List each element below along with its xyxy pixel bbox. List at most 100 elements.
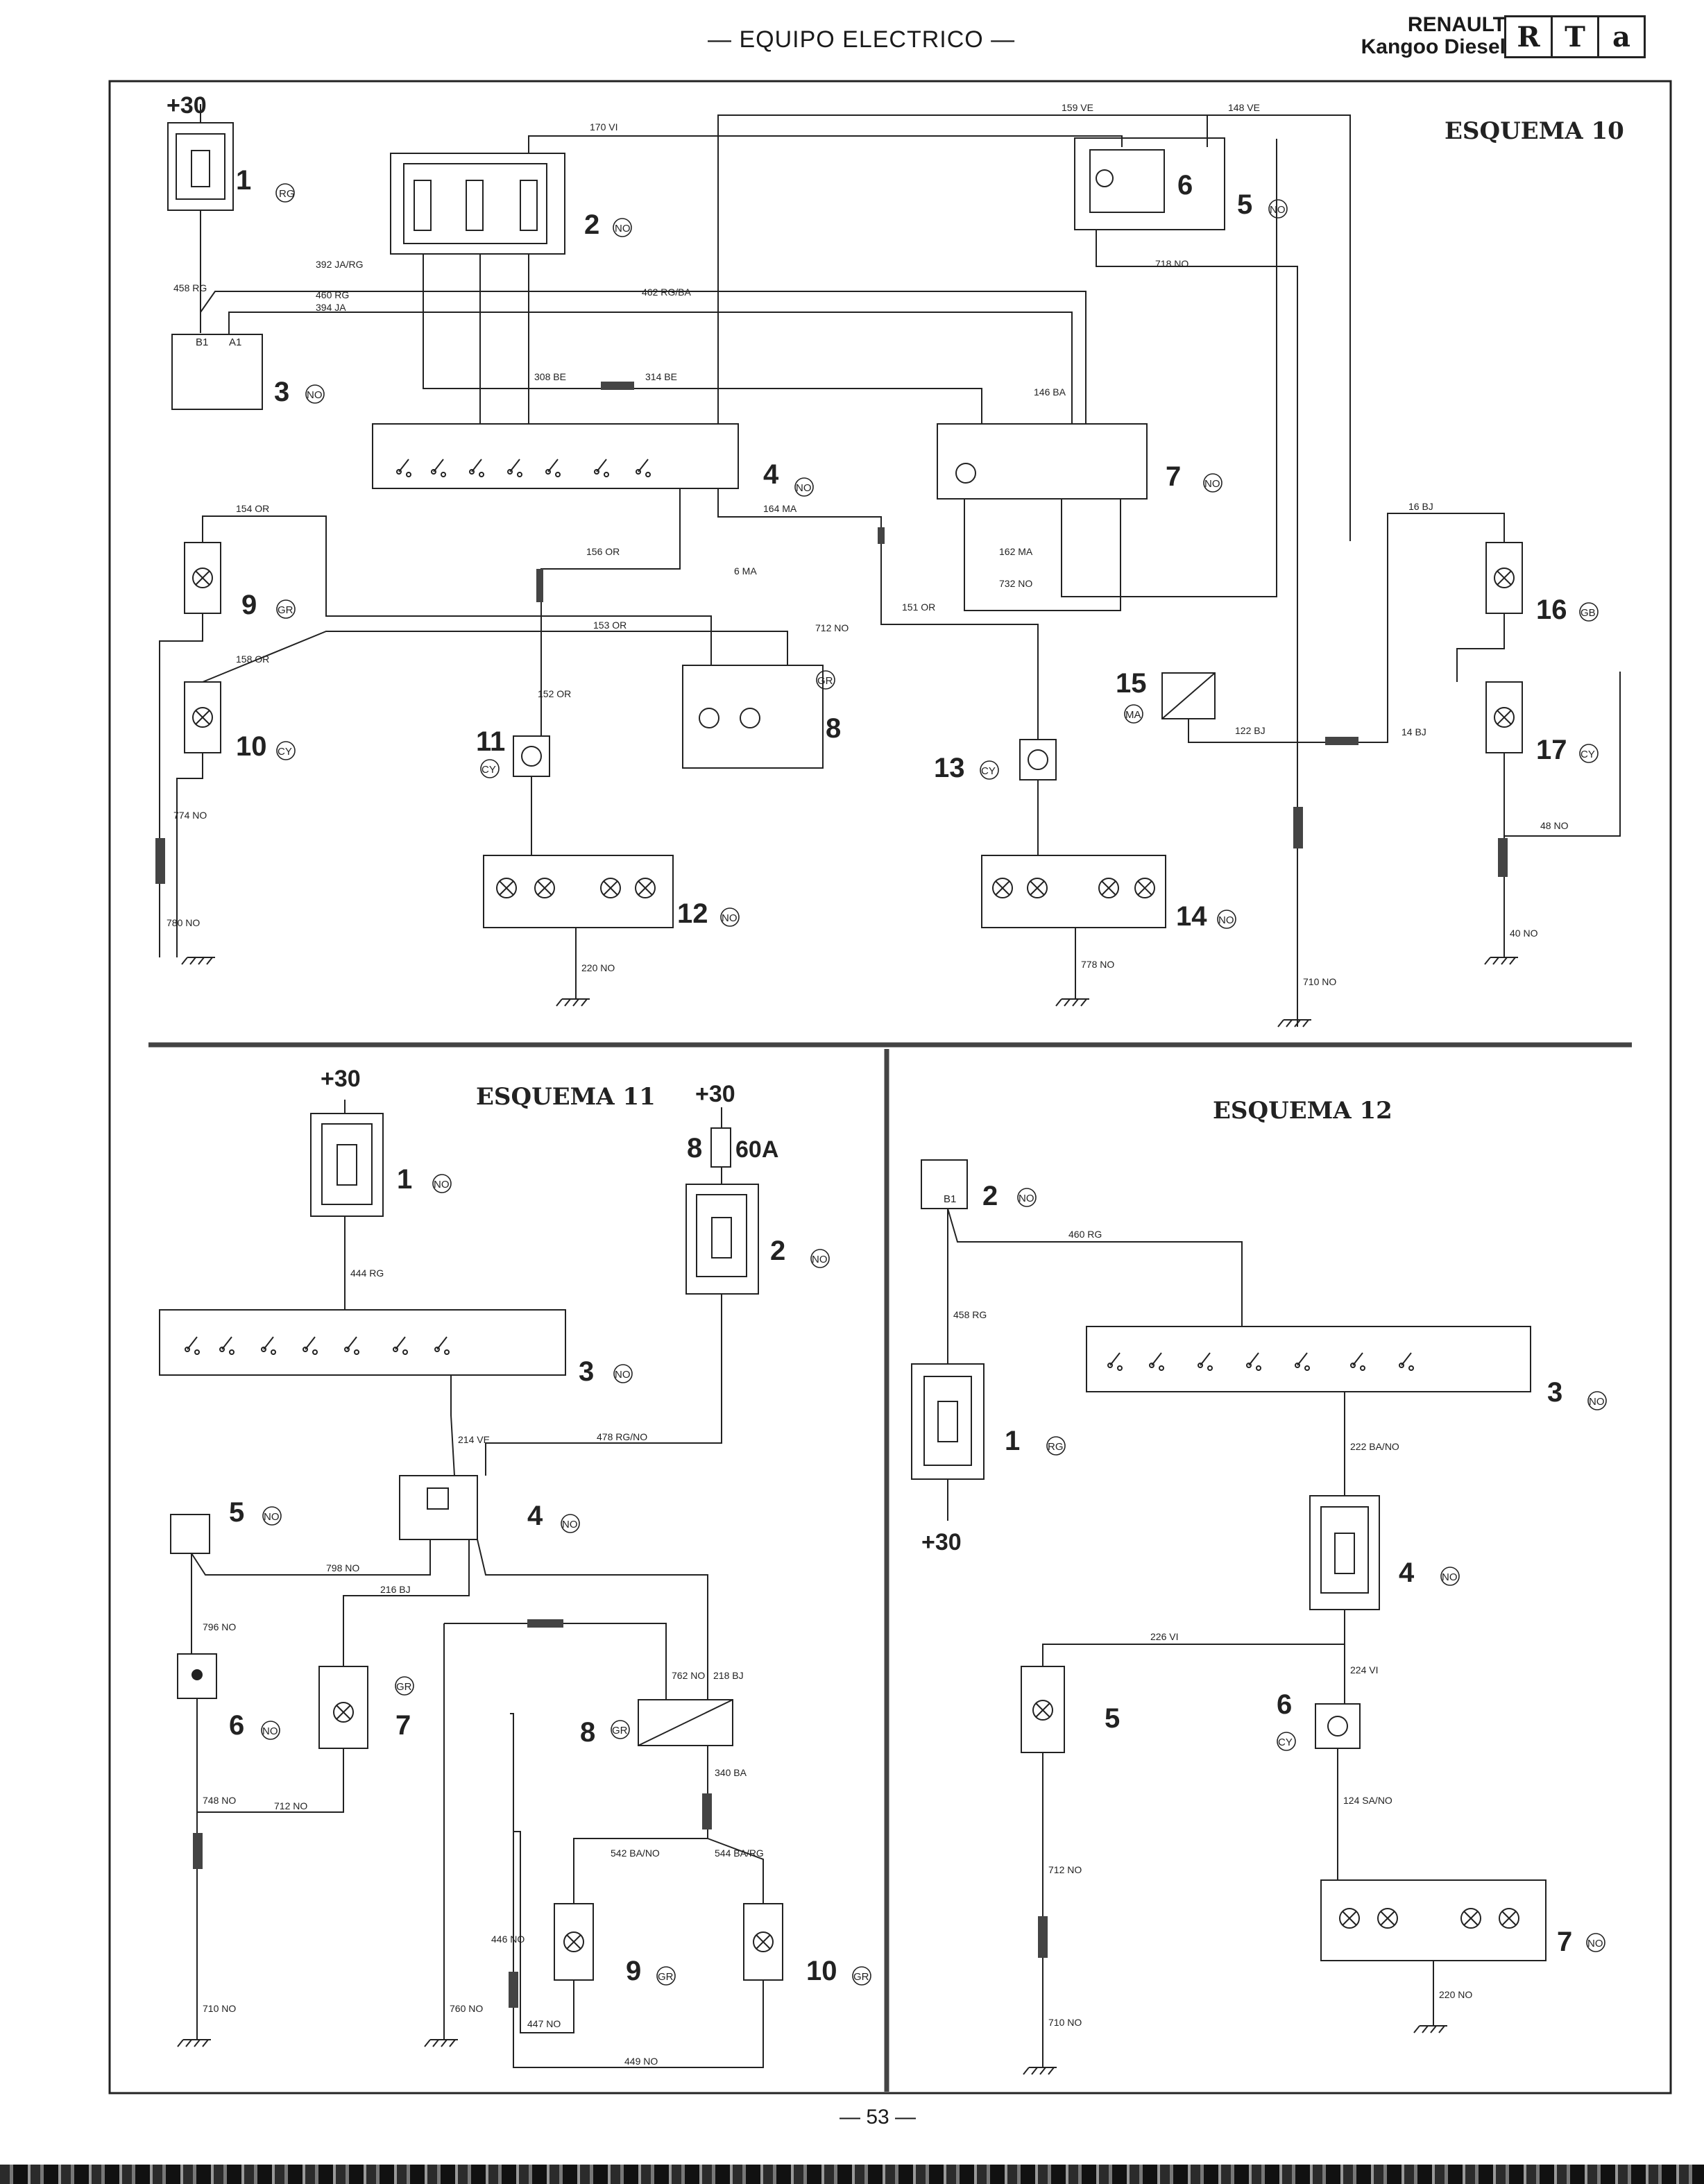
wire-label: 146 BA [1034,386,1066,398]
component-number: 10 [806,1956,837,1986]
power-label: +30 [695,1081,735,1107]
wire-label: 458 RG [953,1309,987,1320]
component-number: 8 [687,1133,702,1163]
wire-label: 40 NO [1510,928,1538,939]
power-label: +30 [321,1066,361,1092]
component-number: 4 [1399,1558,1415,1588]
component-number: 16 [1536,595,1567,625]
component-number: 1 [1005,1426,1020,1456]
component-number: 2 [982,1181,998,1211]
wire-label: 314 BE [645,371,677,382]
component-code: NO [1442,1571,1458,1583]
svg-text:B1: B1 [944,1193,956,1205]
component-code: NO [1589,1396,1605,1408]
component-code: NO [307,389,323,401]
component-number: 3 [1547,1377,1562,1408]
wire-label: 718 NO [1155,258,1188,269]
component-code: NO [722,912,738,924]
wire-label: 16 BJ [1408,501,1433,512]
wire-label: 458 RG [173,282,207,293]
wire-label: 148 VE [1228,102,1260,113]
component-code: GB [1581,607,1596,619]
component-code: NO [1270,204,1286,216]
wire-label: 224 VI [1350,1664,1378,1675]
logo-letter: T [1551,17,1597,56]
fuse-rating-label: 60A [735,1136,778,1163]
wire-label: 544 BA/RG [715,1848,764,1859]
component-code: NO [796,482,812,494]
wire-label: 156 OR [586,546,620,557]
component-number: 5 [1105,1703,1120,1734]
component-number: 5 [229,1497,244,1528]
wire-label: 449 NO [624,2056,658,2067]
component-code: NO [434,1179,450,1191]
component-number: 6 [1277,1689,1292,1720]
esquema-12-title: ESQUEMA 12 [1213,1097,1392,1125]
wire-label: 460 RG [316,289,349,300]
component-code: CY [1278,1737,1293,1748]
component-number: 13 [934,753,965,783]
component-code: NO [812,1254,828,1265]
component-code: NO [615,223,631,234]
component-number: 14 [1176,901,1207,932]
wire-label: 216 BJ [380,1584,411,1595]
component-number: 1 [236,165,251,196]
component-number: 6 [1177,170,1193,201]
wire-label: 308 BE [534,371,566,382]
component-code: NO [615,1369,631,1381]
component-code: GR [817,675,833,687]
rta-logo: R T a [1504,15,1646,58]
wire-label: 778 NO [1081,959,1114,970]
wire-label: 712 NO [1048,1864,1082,1875]
wire-label: 6 MA [734,565,757,577]
wire-label: 712 NO [274,1800,307,1811]
component-number: 3 [274,377,289,407]
brand-line-2: Kangoo Diesel [1361,35,1506,58]
component-code: NO [1218,914,1234,926]
wire-label: 151 OR [902,602,935,613]
component-number: 1 [397,1164,412,1195]
component-code: GR [396,1681,412,1693]
component-number: 5 [1237,189,1252,220]
component-number: 7 [1557,1927,1572,1957]
wire-label: 796 NO [203,1621,236,1632]
component-number: 8 [580,1717,595,1748]
brand-line-1: RENAULT [1407,13,1506,36]
component-number: 2 [770,1236,785,1266]
wire-label: 158 OR [236,654,269,665]
wire-label: 780 NO [167,917,200,928]
esquema-11-title: ESQUEMA 11 [476,1083,656,1111]
component-code: RG [1048,1441,1064,1453]
wire-label: 798 NO [326,1562,359,1573]
wire-label: 340 BA [715,1767,747,1778]
component-code: CY [482,764,496,776]
logo-letter: R [1517,20,1540,53]
component-number: 11 [476,726,505,757]
component-number: 8 [826,713,841,744]
wire-label: 159 VE [1062,102,1093,113]
component-number: 4 [763,459,779,490]
wire-label: 444 RG [350,1268,384,1279]
esquema-10-title: ESQUEMA 10 [1445,117,1624,145]
wire-label: 218 BJ [713,1670,744,1681]
component-code: NO [1587,1938,1603,1950]
brand-label: RENAULT Kangoo Diesel [1318,14,1506,58]
wire-label: 222 BA/NO [1350,1441,1399,1452]
wire-label: 170 VI [590,121,617,133]
svg-text:B1: B1 [196,336,208,348]
wire-label: 220 NO [581,962,615,973]
component-code: NO [1204,478,1220,490]
wire-label: 14 BJ [1401,726,1426,737]
wire-label: 162 MA [999,546,1033,557]
scan-noise-strip [0,2165,1704,2184]
wire-label: 762 NO [672,1670,705,1681]
component-code: CY [278,746,292,758]
wire-label: 712 NO [815,622,849,633]
wire-label: 226 VI [1150,1631,1178,1642]
component-number: 17 [1536,735,1567,765]
component-number: 9 [241,590,257,620]
page-number: — 53 — [840,2106,917,2128]
wire-label: 214 VE [458,1434,490,1445]
wire-label: 447 NO [527,2018,561,2029]
